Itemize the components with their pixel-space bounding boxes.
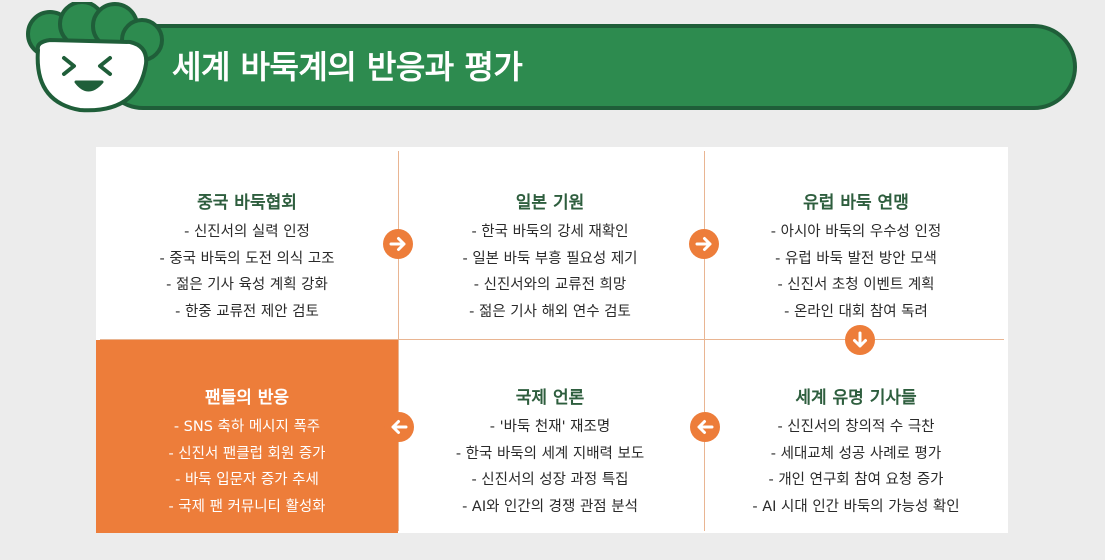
- list-item: - 개인 연구회 참여 요청 증가: [768, 472, 944, 488]
- list-item: - 신진서의 창의적 수 극찬: [777, 419, 935, 435]
- panel-list: - SNS 축하 메시지 폭주 - 신진서 팬클럽 회원 증가 - 바둑 입문자…: [96, 414, 398, 520]
- list-item: - 일본 바둑 부흥 필요성 제기: [462, 250, 638, 267]
- panel-heading: 팬들의 반응: [204, 388, 290, 408]
- panel-nihon-kiin: 일본 기원 - 한국 바둑의 강세 재확인 - 일본 바둑 부흥 필요성 제기 …: [399, 147, 701, 339]
- panel-fan-reaction: 팬들의 반응 - SNS 축하 메시지 폭주 - 신진서 팬클럽 회원 증가 -…: [96, 340, 398, 533]
- list-item: - 중국 바둑의 도전 의식 고조: [159, 250, 335, 267]
- list-item: - AI와 인간의 경쟁 관점 분석: [462, 498, 638, 515]
- list-item: - 신진서 초청 이벤트 계획: [777, 277, 935, 293]
- arrow-down-icon: [845, 325, 875, 355]
- list-item: - 젊은 기사 해외 연수 검토: [469, 303, 631, 320]
- list-item: - 국제 팬 커뮤니티 활성화: [168, 498, 326, 515]
- arrow-right-icon: [383, 229, 413, 259]
- list-item: - SNS 축하 메시지 폭주: [173, 419, 321, 435]
- page-title: 세계 바둑계의 반응과 평가: [172, 48, 523, 86]
- list-item: - 신진서와의 교류전 희망: [473, 277, 627, 293]
- mascot-face-icon: [26, 2, 164, 113]
- reaction-board: 중국 바둑협회 - 신진서의 실력 인정 - 중국 바둑의 도전 의식 고조 -…: [96, 147, 1008, 533]
- arrow-right-icon: [689, 229, 719, 259]
- arrow-left-icon: [690, 412, 720, 442]
- panel-list: - '바둑 천재' 재조명 - 한국 바둑의 세계 지배력 보도 - 신진서의 …: [399, 414, 701, 520]
- title-banner: [100, 24, 1077, 110]
- panel-heading: 세계 유명 기사들: [795, 388, 917, 408]
- list-item: - AI 시대 인간 바둑의 가능성 확인: [752, 498, 960, 515]
- list-item: - 온라인 대회 참여 독려: [784, 303, 928, 320]
- list-item: - 한국 바둑의 강세 재확인: [471, 224, 629, 240]
- list-item: - 젊은 기사 육성 계획 강화: [166, 277, 328, 293]
- panel-heading: 국제 언론: [515, 388, 585, 408]
- panel-list: - 신진서의 창의적 수 극찬 - 세대교체 성공 사례로 평가 - 개인 연구…: [705, 414, 1007, 520]
- panel-world-pro-players: 세계 유명 기사들 - 신진서의 창의적 수 극찬 - 세대교체 성공 사례로 …: [705, 340, 1007, 533]
- list-item: - '바둑 천재' 재조명: [489, 419, 611, 435]
- panel-china-association: 중국 바둑협회 - 신진서의 실력 인정 - 중국 바둑의 도전 의식 고조 -…: [96, 147, 398, 339]
- arrow-left-icon: [384, 412, 414, 442]
- divider-horizontal: [100, 339, 1004, 340]
- list-item: - 한중 교류전 제안 검토: [175, 303, 319, 320]
- panel-european-go-federation: 유럽 바둑 연맹 - 아시아 바둑의 우수성 인정 - 유럽 바둑 발전 방안 …: [705, 147, 1007, 339]
- list-item: - 신진서 팬클럽 회원 증가: [168, 445, 326, 462]
- panel-list: - 한국 바둑의 강세 재확인 - 일본 바둑 부흥 필요성 제기 - 신진서와…: [399, 219, 701, 325]
- divider-vertical-1: [398, 151, 399, 531]
- list-item: - 아시아 바둑의 우수성 인정: [770, 224, 942, 240]
- panel-list: - 신진서의 실력 인정 - 중국 바둑의 도전 의식 고조 - 젊은 기사 육…: [96, 219, 398, 325]
- list-item: - 신진서의 실력 인정: [184, 224, 310, 240]
- list-item: - 한국 바둑의 세계 지배력 보도: [455, 445, 645, 462]
- panel-heading: 일본 기원: [515, 193, 585, 213]
- list-item: - 유럽 바둑 발전 방안 모색: [775, 250, 937, 267]
- list-item: - 세대교체 성공 사례로 평가: [770, 445, 942, 462]
- list-item: - 신진서의 성장 과정 특집: [471, 472, 629, 488]
- panel-heading: 유럽 바둑 연맹: [803, 193, 909, 213]
- panel-heading: 중국 바둑협회: [197, 193, 297, 213]
- list-item: - 바둑 입문자 증가 추세: [175, 472, 319, 488]
- divider-vertical-2: [704, 151, 705, 531]
- panel-list: - 아시아 바둑의 우수성 인정 - 유럽 바둑 발전 방안 모색 - 신진서 …: [705, 219, 1007, 325]
- panel-international-press: 국제 언론 - '바둑 천재' 재조명 - 한국 바둑의 세계 지배력 보도 -…: [399, 340, 701, 533]
